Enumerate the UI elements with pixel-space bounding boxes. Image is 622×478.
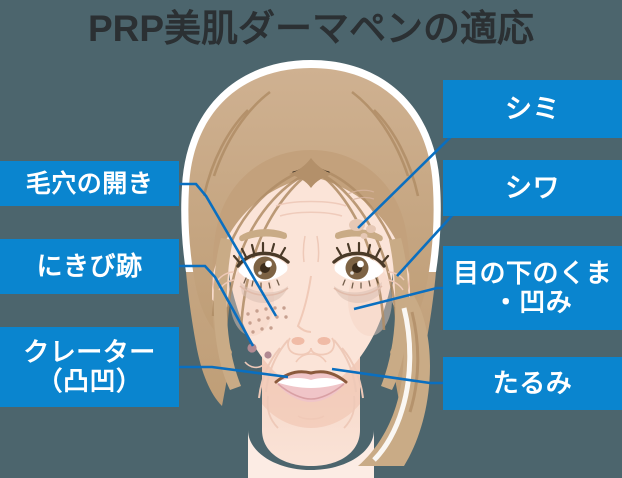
label-box-age-spots[interactable]: シミ: [443, 80, 622, 138]
connector-acne: [179, 264, 255, 347]
connector-pores: [179, 182, 278, 317]
page-title: PRP美肌ダーマペンの適応: [87, 8, 535, 49]
age-spots: [349, 219, 376, 239]
left-crows-feet: [217, 271, 235, 291]
connector-crater: [179, 365, 289, 379]
label-box-wrinkles[interactable]: シワ: [443, 160, 622, 216]
label-box-pores[interactable]: 毛穴の開き: [0, 161, 179, 206]
nose: [287, 275, 335, 356]
mouth: [274, 353, 348, 402]
label-box-acne-scars[interactable]: にきび跡: [0, 239, 179, 294]
label-text-wrinkles: シワ: [505, 172, 560, 203]
connector-sagging: [331, 367, 443, 385]
hair-front: [181, 60, 441, 466]
facial-features: [217, 189, 405, 429]
label-text-age-spots: シミ: [505, 93, 560, 124]
label-box-dark-circles[interactable]: 目の下のくま ・凹み: [443, 246, 622, 330]
connector-darkcircle: [353, 286, 443, 311]
label-text-acne-scars: にきび跡: [36, 250, 143, 281]
label-text-dark-circles: 目の下のくま ・凹み: [452, 257, 612, 317]
right-eye: [332, 241, 405, 304]
jaw-sag-lines: [266, 395, 356, 429]
label-box-sagging[interactable]: たるみ: [443, 357, 622, 410]
acne-scars: [247, 343, 272, 359]
label-text-crater: クレーター （凸凹）: [23, 336, 156, 396]
label-box-crater[interactable]: クレーター （凸凹）: [0, 327, 179, 407]
left-eye: [232, 241, 290, 304]
label-text-sagging: たるみ: [492, 367, 573, 398]
open-pores: [246, 306, 288, 334]
label-text-pores: 毛穴の開き: [25, 169, 154, 198]
nasolabial-folds: [258, 339, 364, 399]
